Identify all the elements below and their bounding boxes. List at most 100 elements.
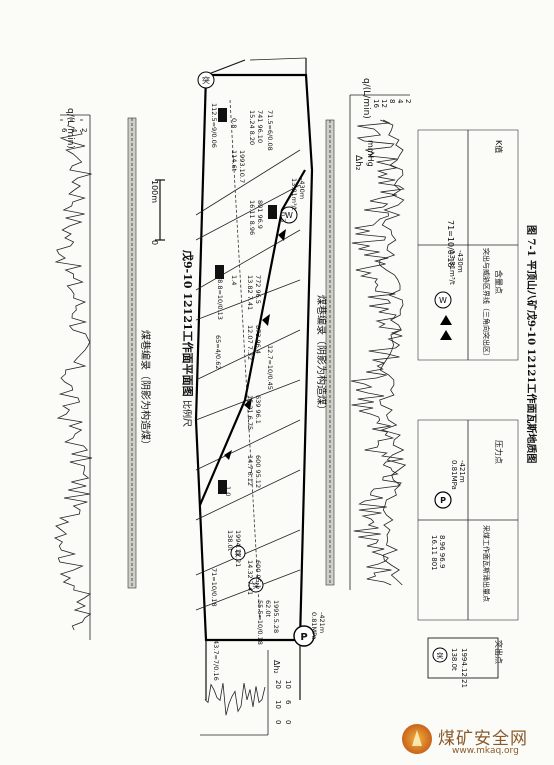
face-label: 71.5=6/0.08 [266, 110, 274, 151]
watermark: 煤矿安全网 www.mkaq.org [400, 722, 550, 762]
legend-face-value-2: 8.96 96.9 [438, 535, 446, 568]
small-tick-20: 20 [274, 680, 282, 689]
face-label: 600 95.12 [254, 455, 262, 488]
right-tick-2: 2 [404, 99, 412, 103]
right-unit: mmHg [366, 140, 375, 167]
watermark-text: 煤矿安全网 [438, 729, 528, 749]
scale-label: 比例尺 [181, 400, 193, 427]
small-dh-trace [204, 683, 266, 716]
left-gas-trace [54, 129, 93, 631]
face-label: 16.11 8.96 [248, 200, 256, 235]
face-label: 639 96.1 [254, 395, 262, 424]
emission-markers [215, 108, 277, 494]
face-label: 14.32 7.41 [246, 560, 254, 595]
left-chart-ylabel: q/(L/min) [65, 108, 75, 149]
legend-outburst-label: 突出点 [494, 640, 504, 664]
legend-boundary-label: 突出与威胁区界线（三角向突出区） [482, 248, 491, 360]
left-tick-4: 4 [70, 128, 78, 133]
face-label: 0.3 [279, 212, 287, 222]
face-label: 1993.10.7 [238, 150, 246, 183]
legend-face-value-1: 16.11 801 [430, 535, 438, 571]
face-label: 0.81MPa [310, 612, 318, 640]
left-tick-6: 6 [60, 128, 68, 133]
face-label: 15.21 6.75 [246, 395, 254, 430]
legend-pressure-depth: -421m [458, 460, 466, 483]
watermark-url: www.mkaq.org [452, 746, 519, 756]
left-coal-roadway [127, 117, 137, 589]
face-label: 600 95.1 [254, 560, 262, 589]
legend-k-sample: 71=10/0.18 [446, 220, 455, 268]
face-label: 1.4 [230, 275, 238, 285]
face-label: -421m [318, 612, 326, 633]
face-label: 55.5=10/0.18 [256, 600, 264, 645]
face-label: 801 96.9 [256, 200, 264, 229]
face-label: 13.82 7.41 [246, 275, 254, 310]
face-label: 15.24 8.20 [248, 110, 256, 145]
face-label: 138.0t [226, 530, 234, 552]
face-label: 62.0t [264, 600, 272, 617]
face-label: 43.7=7/0.16 [212, 640, 220, 681]
face-label: 71=10/0.18 [210, 568, 218, 607]
right-tick-12: 12 [380, 99, 388, 108]
face-label: -430m [298, 178, 306, 199]
face-label: 12.07 7.32 [246, 325, 254, 360]
svg-text:P: P [440, 496, 446, 505]
scale-value: 100m [150, 180, 159, 203]
left-tick-2: 2 [80, 128, 88, 132]
legend-content-depth: -430m [456, 250, 464, 273]
small-alt-tick-10: 10 [284, 680, 292, 689]
face-label: 12.7=10/0.45 [266, 345, 274, 390]
svg-text:突: 突 [202, 75, 210, 85]
face-label: 112.5=9/0.06 [210, 103, 218, 148]
face-label: 1994.12.21 [234, 530, 242, 567]
right-tick-16: 16 [372, 99, 380, 108]
face-label: 14.7 6.12 [246, 455, 254, 486]
coal-roadway-label-right: 煤巷编录（阴影为构造煤） [315, 295, 328, 415]
face-label: 772 96.5 [254, 275, 262, 304]
small-alt-tick-0: 0 [284, 720, 292, 724]
face-label: 873 96.4 [254, 325, 262, 354]
small-tick-0: 0 [274, 720, 282, 724]
pressure-symbol: P [293, 625, 315, 647]
legend-k-title: K值 [494, 140, 504, 153]
gas-symbol: W [280, 206, 298, 224]
face-label: 741 96.10 [256, 110, 264, 143]
right-gas-chart: q/(L/min) Δh₂ mmHg 16 12 8 4 2 [349, 78, 412, 590]
small-alt-tick-6: 6 [284, 700, 292, 705]
right-coal-roadway [325, 119, 335, 586]
legend-content-label: 含量点 [494, 270, 504, 294]
outburst-symbol-3: 突 [248, 577, 264, 593]
legend-pressure-value: 0.81MPa [450, 460, 458, 490]
right-dh-label: Δh₂ [353, 155, 363, 171]
outburst-boundary [198, 169, 306, 506]
legend-pressure-label: 压力点 [494, 440, 504, 464]
left-gas-chart: q/(L/min) 6 4 2 [54, 108, 93, 640]
legend: W P 突 [417, 129, 519, 679]
face-label: 1995.5.28 [272, 600, 280, 633]
small-dh-chart: Δh₂ 20 10 0 10 6 0 [200, 650, 292, 736]
legend-content-value: 13.81m³/t [448, 250, 456, 285]
outburst-symbol-1: 突 [197, 71, 215, 89]
svg-text:突: 突 [235, 549, 242, 558]
right-gas-trace-1 [351, 119, 405, 586]
coal-roadway-label-left: 煤巷编录（阴影为构造煤） [139, 330, 152, 450]
legend-outburst-value: 138.0t [450, 648, 458, 671]
small-chart-ylabel: Δh₂ [272, 660, 281, 674]
face-label: 1.0 [224, 486, 232, 496]
svg-text:W: W [439, 296, 447, 305]
svg-text:突: 突 [437, 651, 444, 660]
legend-face-label: 采煤工作面瓦斯涌出量点 [482, 525, 491, 602]
legend-outburst-date: 1994.12.21 [460, 648, 468, 688]
figure-caption: 图 7-1 平顶山八矿戊9-10 12121工作面瓦斯地质图 [525, 225, 538, 463]
face-label: 58.8=10/0.13 [216, 275, 224, 320]
right-tick-4: 4 [396, 99, 404, 104]
small-tick-10: 10 [274, 700, 282, 709]
face-label: 13.81m³/t [290, 178, 298, 211]
svg-text:P: P [300, 632, 307, 643]
face-label: 114.6t [230, 150, 238, 172]
right-chart-ylabel: q/(L/min) [361, 78, 371, 119]
face-label: 0.8 [230, 118, 238, 128]
